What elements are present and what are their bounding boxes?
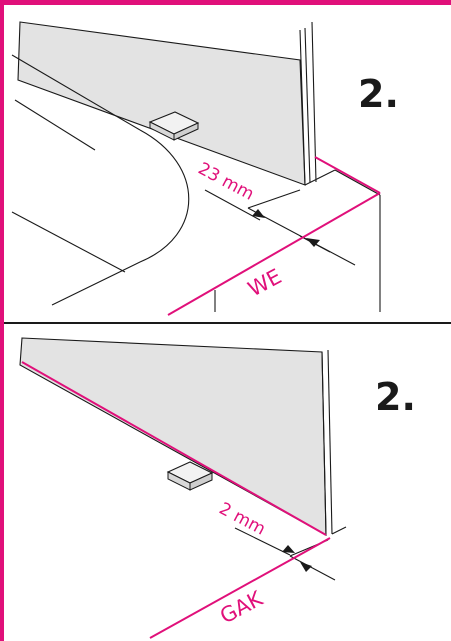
dimension-arrows-top bbox=[204, 189, 356, 266]
wall-panel-top bbox=[17, 21, 306, 186]
floor-outline-top bbox=[11, 54, 381, 312]
floor-edge-bottom bbox=[331, 526, 347, 535]
panel-edge-bottom bbox=[321, 349, 333, 536]
panel-edge-top bbox=[299, 21, 317, 186]
step-number-top: 2. bbox=[358, 72, 399, 116]
reference-label-we: WE bbox=[244, 264, 285, 301]
reference-line-we bbox=[167, 156, 381, 316]
top-diagram: 2. 23 mm WE bbox=[11, 21, 399, 316]
step-number-bottom: 2. bbox=[375, 375, 416, 419]
bottom-diagram: 2. 2 mm GAK bbox=[19, 337, 416, 639]
dimension-arrows-bottom bbox=[234, 527, 336, 581]
reference-label-gak: GAK bbox=[216, 586, 268, 629]
dimension-label-23mm: 23 mm bbox=[195, 159, 258, 205]
wall-panel-bottom bbox=[19, 337, 327, 536]
dimension-label-2mm: 2 mm bbox=[216, 499, 269, 540]
reference-line-gak bbox=[21, 361, 331, 639]
